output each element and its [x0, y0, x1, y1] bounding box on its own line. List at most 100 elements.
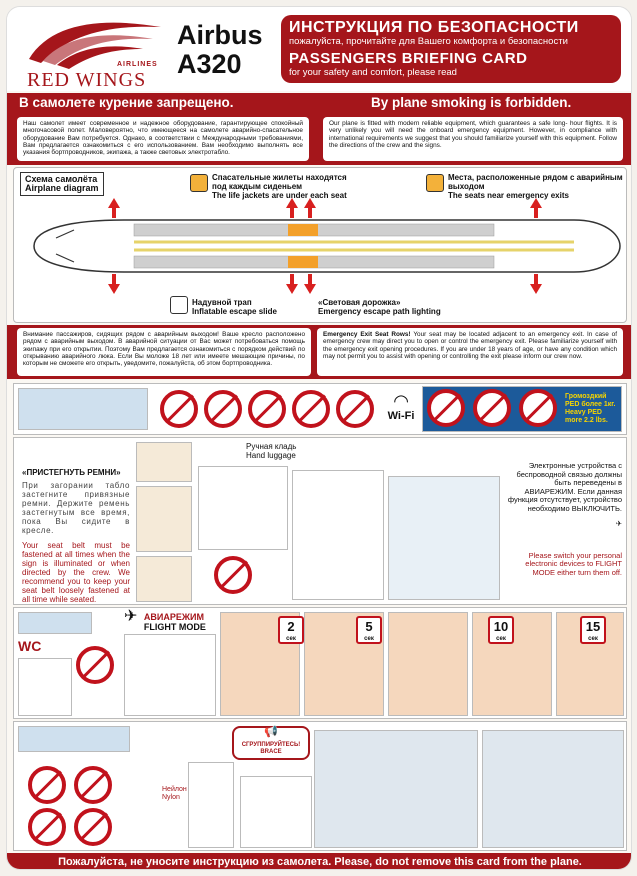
timer-10: 10 сек [488, 616, 514, 644]
nylon-clothes-icon [188, 762, 234, 848]
no-microphone-icon [204, 390, 242, 428]
electronics-ru: Электронные устройства с беспроводной св… [507, 461, 622, 513]
red-wings-logo: AIRLINES RED WINGS [21, 13, 171, 91]
seatbelt-en: Your seat belt must be fastened at all t… [22, 541, 130, 604]
timer-5-unit: сек [364, 636, 374, 642]
exit-rows-ru: Внимание пассажиров, сидящих рядом с ава… [17, 328, 311, 376]
footer: Пожалуйста, не уносите инструкцию из сам… [7, 853, 631, 869]
timer-5-num: 5 [365, 619, 373, 634]
electronics-text: Электронные устройства с беспроводной св… [506, 461, 622, 577]
smoking-strip: В самолете курение запрещено. By plane s… [7, 93, 631, 113]
brace-en: BRACE [260, 749, 282, 755]
heavy-ped-panel: Громоздкий PED более 1кг. Heavy PED more… [422, 386, 622, 432]
path-en: Emergency escape path lighting [318, 307, 441, 316]
exit-seat-ru: Места, расположенные рядом с аварийным в… [448, 173, 623, 191]
timer-2-unit: сек [286, 636, 296, 642]
no-aisle-luggage-icon [214, 556, 252, 594]
no-laptop-icon [519, 389, 557, 427]
exit-rows-section: Внимание пассажиров, сидящих рядом с ава… [7, 325, 631, 379]
title-en: PASSENGERS BRIEFING CARD [289, 50, 528, 67]
oxygen-mask-strap-icon [388, 612, 468, 716]
smoking-en: By plane smoking is forbidden. [371, 95, 572, 110]
slide-en: Inflatable escape slide [192, 307, 277, 316]
seatbelt-sign-icon [136, 442, 192, 482]
under-seat-icon [292, 470, 384, 600]
timer-10-unit: сек [496, 636, 506, 642]
title-ru: ИНСТРУКЦИЯ ПО БЕЗОПАСНОСТИ [289, 19, 579, 36]
megaphone-icon: 📢 [264, 726, 278, 738]
ped-note: Громоздкий PED более 1кг. Heavy PED more… [565, 393, 616, 424]
timer-10-num: 10 [493, 619, 509, 634]
exit-seat-label: Места, расположенные рядом с аварийным в… [448, 173, 624, 200]
brace-child-icon [482, 730, 624, 848]
title-panel: ИНСТРУКЦИЯ ПО БЕЗОПАСНОСТИ пожалуйста, п… [281, 15, 621, 83]
flight-mode-ru: АВИАРЕЖИМ [143, 612, 204, 622]
exit-rows-en: Emergency Exit Seat Rows! Your seat may … [317, 328, 623, 376]
toilet-icon [18, 658, 72, 716]
no-walkie-talkie-icon [292, 390, 330, 428]
path-ru: «Световая дорожка» [318, 298, 401, 307]
belt-fasten-icon [136, 556, 192, 602]
prohibited-items: ◠Wi-Fi Громоздкий PED более 1кг. Heavy P… [13, 383, 627, 435]
no-sharp-objects-icon [28, 808, 66, 846]
timer-15-num: 15 [585, 619, 601, 634]
timer-15: 15 сек [580, 616, 606, 644]
brand-name: RED WINGS [27, 69, 147, 91]
no-rc-car-icon [248, 390, 286, 428]
aircraft-type: A320 [177, 49, 242, 79]
timer-15-unit: сек [588, 636, 598, 642]
wings-logo-icon [29, 22, 161, 69]
header: AIRLINES RED WINGS Airbus A320 ИНСТРУКЦИ… [7, 7, 631, 91]
slide-ru: Надувной трап [192, 298, 252, 307]
diagram-title: Схема самолёта Airplane diagram [20, 172, 104, 196]
intro-section: Наш самолет имеет современное и надежное… [7, 113, 631, 165]
briefing-card: AIRLINES RED WINGS Airbus A320 ИНСТРУКЦИ… [6, 6, 632, 870]
intro-en: Our plane is fitted with modern reliable… [323, 117, 623, 161]
luggage-en: Hand luggage [246, 451, 296, 460]
brace-badge: 📢 СГРУППИРУЙТЕСЬ! BRACE [232, 726, 310, 760]
airplane-icon: ✈ [124, 608, 138, 625]
exit-seat-icon [426, 174, 444, 192]
luggage-ru: Ручная кладь [246, 442, 297, 451]
no-camera-icon [427, 389, 465, 427]
no-glasses-icon [74, 766, 112, 804]
no-camcorder-icon [473, 389, 511, 427]
nylon-label: Нейлон Nylon [162, 786, 187, 802]
exit-rows-text-en: Your seat may be located adjacent to an … [323, 331, 617, 360]
wifi-label: Wi-Fi [387, 410, 415, 422]
no-phone-wc-icon [76, 646, 114, 684]
airplane-diagram: Схема самолёта Airplane diagram Спасател… [13, 167, 627, 323]
brace-ru: СГРУППИРУЙТЕСЬ! [241, 742, 301, 748]
landing-plane-icon [18, 726, 130, 752]
life-jacket-en: The life jackets are under each seat [212, 191, 347, 200]
seated-passenger-icon [388, 476, 500, 600]
flight-mode-en: FLIGHT MODE [143, 622, 206, 632]
exit-seat-en: The seats near emergency exits [448, 191, 569, 200]
no-heels-icon [28, 766, 66, 804]
seatbelt-text: «ПРИСТЕГНУТЬ РЕМНИ» При загорании табло … [22, 468, 130, 604]
luggage-label: Ручная кладь Hand luggage [246, 442, 296, 460]
brace-position-icon [314, 730, 478, 848]
cabin-plane-icon [18, 612, 92, 634]
fuselage-icon [33, 198, 621, 294]
diagram-title-en: Airplane diagram [25, 183, 99, 193]
takeoff-landing-icon [18, 388, 148, 430]
seatbelt-ru: При загорании табло застегните привязные… [22, 481, 130, 535]
brand-sub: AIRLINES [117, 61, 158, 68]
subtitle-en: for your safety and comfort, please read [289, 67, 457, 78]
diagram-title-ru: Схема самолёта [25, 174, 98, 184]
life-jacket-label: Спасательные жилеты находятся под каждым… [212, 173, 362, 200]
life-jacket-ru: Спасательные жилеты находятся под каждым… [212, 173, 347, 191]
no-headphones-icon [160, 390, 198, 428]
nylon-en: Nylon [162, 794, 180, 801]
life-jacket-icon [190, 174, 208, 192]
aircraft-make: Airbus [177, 20, 263, 50]
seatbelt-title-ru: «ПРИСТЕГНУТЬ РЕМНИ» [22, 468, 121, 477]
overhead-bin-icon [198, 466, 288, 550]
smoking-ru: В самолете курение запрещено. [19, 95, 234, 110]
nylon-ru: Нейлон [162, 786, 187, 793]
